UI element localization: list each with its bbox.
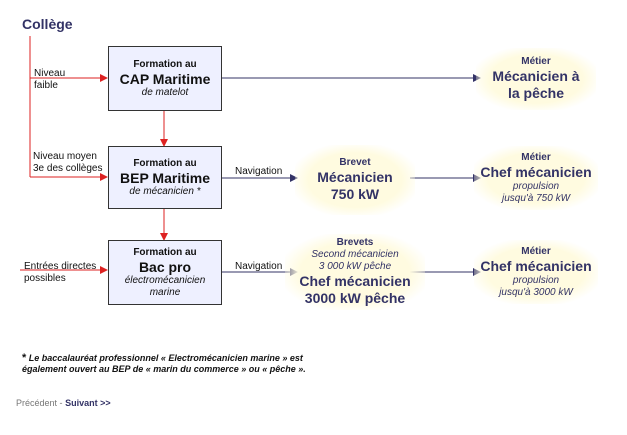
navigation-label-bep: Navigation (235, 166, 283, 177)
navigation-label-bac: Navigation (235, 261, 283, 272)
metier2-detail1: propulsion (512, 180, 560, 192)
metier1-title-line1: Mécanicien à (492, 68, 580, 84)
college-title: Collège (22, 16, 73, 32)
pager-separator: - (59, 398, 63, 408)
brevet-750-heading: Brevet (339, 157, 371, 168)
metier3-detail1: propulsion (512, 274, 560, 286)
brevet-3000-node: Brevets Second mécanicien 3 000 kW pêche… (285, 234, 425, 310)
formation-bac-name: Bac pro (138, 258, 192, 275)
next-link[interactable]: Suivant >> (65, 398, 111, 408)
formation-cap-name: CAP Maritime (119, 70, 211, 87)
formation-bep-box: Formation au BEP Maritime de mécanicien … (108, 146, 222, 209)
footnote: * Le baccalauréat professionnel « Electr… (22, 353, 322, 375)
brevet-750-title: Mécanicien (317, 169, 393, 185)
metier2-detail2: jusqu'à 750 kW (501, 192, 571, 204)
formation-bep-line1: Formation au (133, 157, 197, 169)
metier2-title: Chef mécanicien (480, 163, 592, 180)
brevet-3000-heading: Brevets (336, 237, 374, 248)
formation-bac-box: Formation au Bac pro électromécanicien m… (108, 240, 222, 305)
metier3-detail2: jusqu'à 3000 kW (499, 286, 573, 298)
level-mid-line2: 3e des collèges (33, 163, 103, 174)
level-mid-line1: Niveau moyen (33, 151, 97, 162)
metier3-heading: Métier (521, 245, 551, 257)
metier-chef-750: Métier Chef mécanicien propulsion jusqu'… (474, 146, 598, 210)
footnote-text: Le baccalauréat professionnel « Electrom… (22, 353, 306, 374)
formation-bep-name: BEP Maritime (120, 169, 210, 186)
brevet-3000-second-power: 3 000 kW pêche (318, 261, 392, 272)
metier1-title-line2: la pêche (507, 85, 565, 101)
brevet-3000-chef-power: 3000 kW pêche (304, 290, 406, 306)
metier3-title: Chef mécanicien (480, 257, 592, 274)
metier-chef-3000: Métier Chef mécanicien propulsion jusqu'… (474, 240, 598, 304)
formation-bep-detail: de mécanicien * (129, 185, 201, 197)
formation-cap-box: Formation au CAP Maritime de matelot (108, 46, 222, 111)
level-direct-label: Entrées directes possibles (24, 261, 96, 285)
formation-bac-detail2: marine (149, 286, 181, 298)
level-low-line1: Niveau (34, 68, 66, 79)
level-low-label: Niveau faible (34, 68, 65, 92)
pager: Précédent - Suivant >> (16, 398, 111, 408)
level-direct-line2: possibles (24, 273, 66, 284)
metier2-heading: Métier (521, 151, 551, 163)
level-mid-label: Niveau moyen 3e des collèges (33, 151, 103, 175)
brevet-3000-chef: Chef mécanicien (299, 273, 411, 289)
level-low-line2: faible (34, 80, 58, 91)
level-direct-line1: Entrées directes (24, 261, 97, 272)
formation-cap-line1: Formation au (133, 58, 197, 70)
footnote-star: * (22, 352, 27, 364)
previous-link[interactable]: Précédent (16, 398, 58, 408)
metier1-heading: Métier (521, 56, 551, 67)
brevet-750-node: Brevet Mécanicien 750 kW (295, 145, 415, 215)
formation-bac-line1: Formation au (133, 246, 197, 258)
formation-bac-detail1: électromécanicien (124, 274, 206, 286)
metier-mecanicien-peche: Métier Mécanicien à la pêche (476, 48, 596, 110)
brevet-750-power: 750 kW (330, 186, 380, 202)
formation-cap-detail: de matelot (141, 86, 189, 98)
brevet-3000-second: Second mécanicien (311, 249, 399, 260)
